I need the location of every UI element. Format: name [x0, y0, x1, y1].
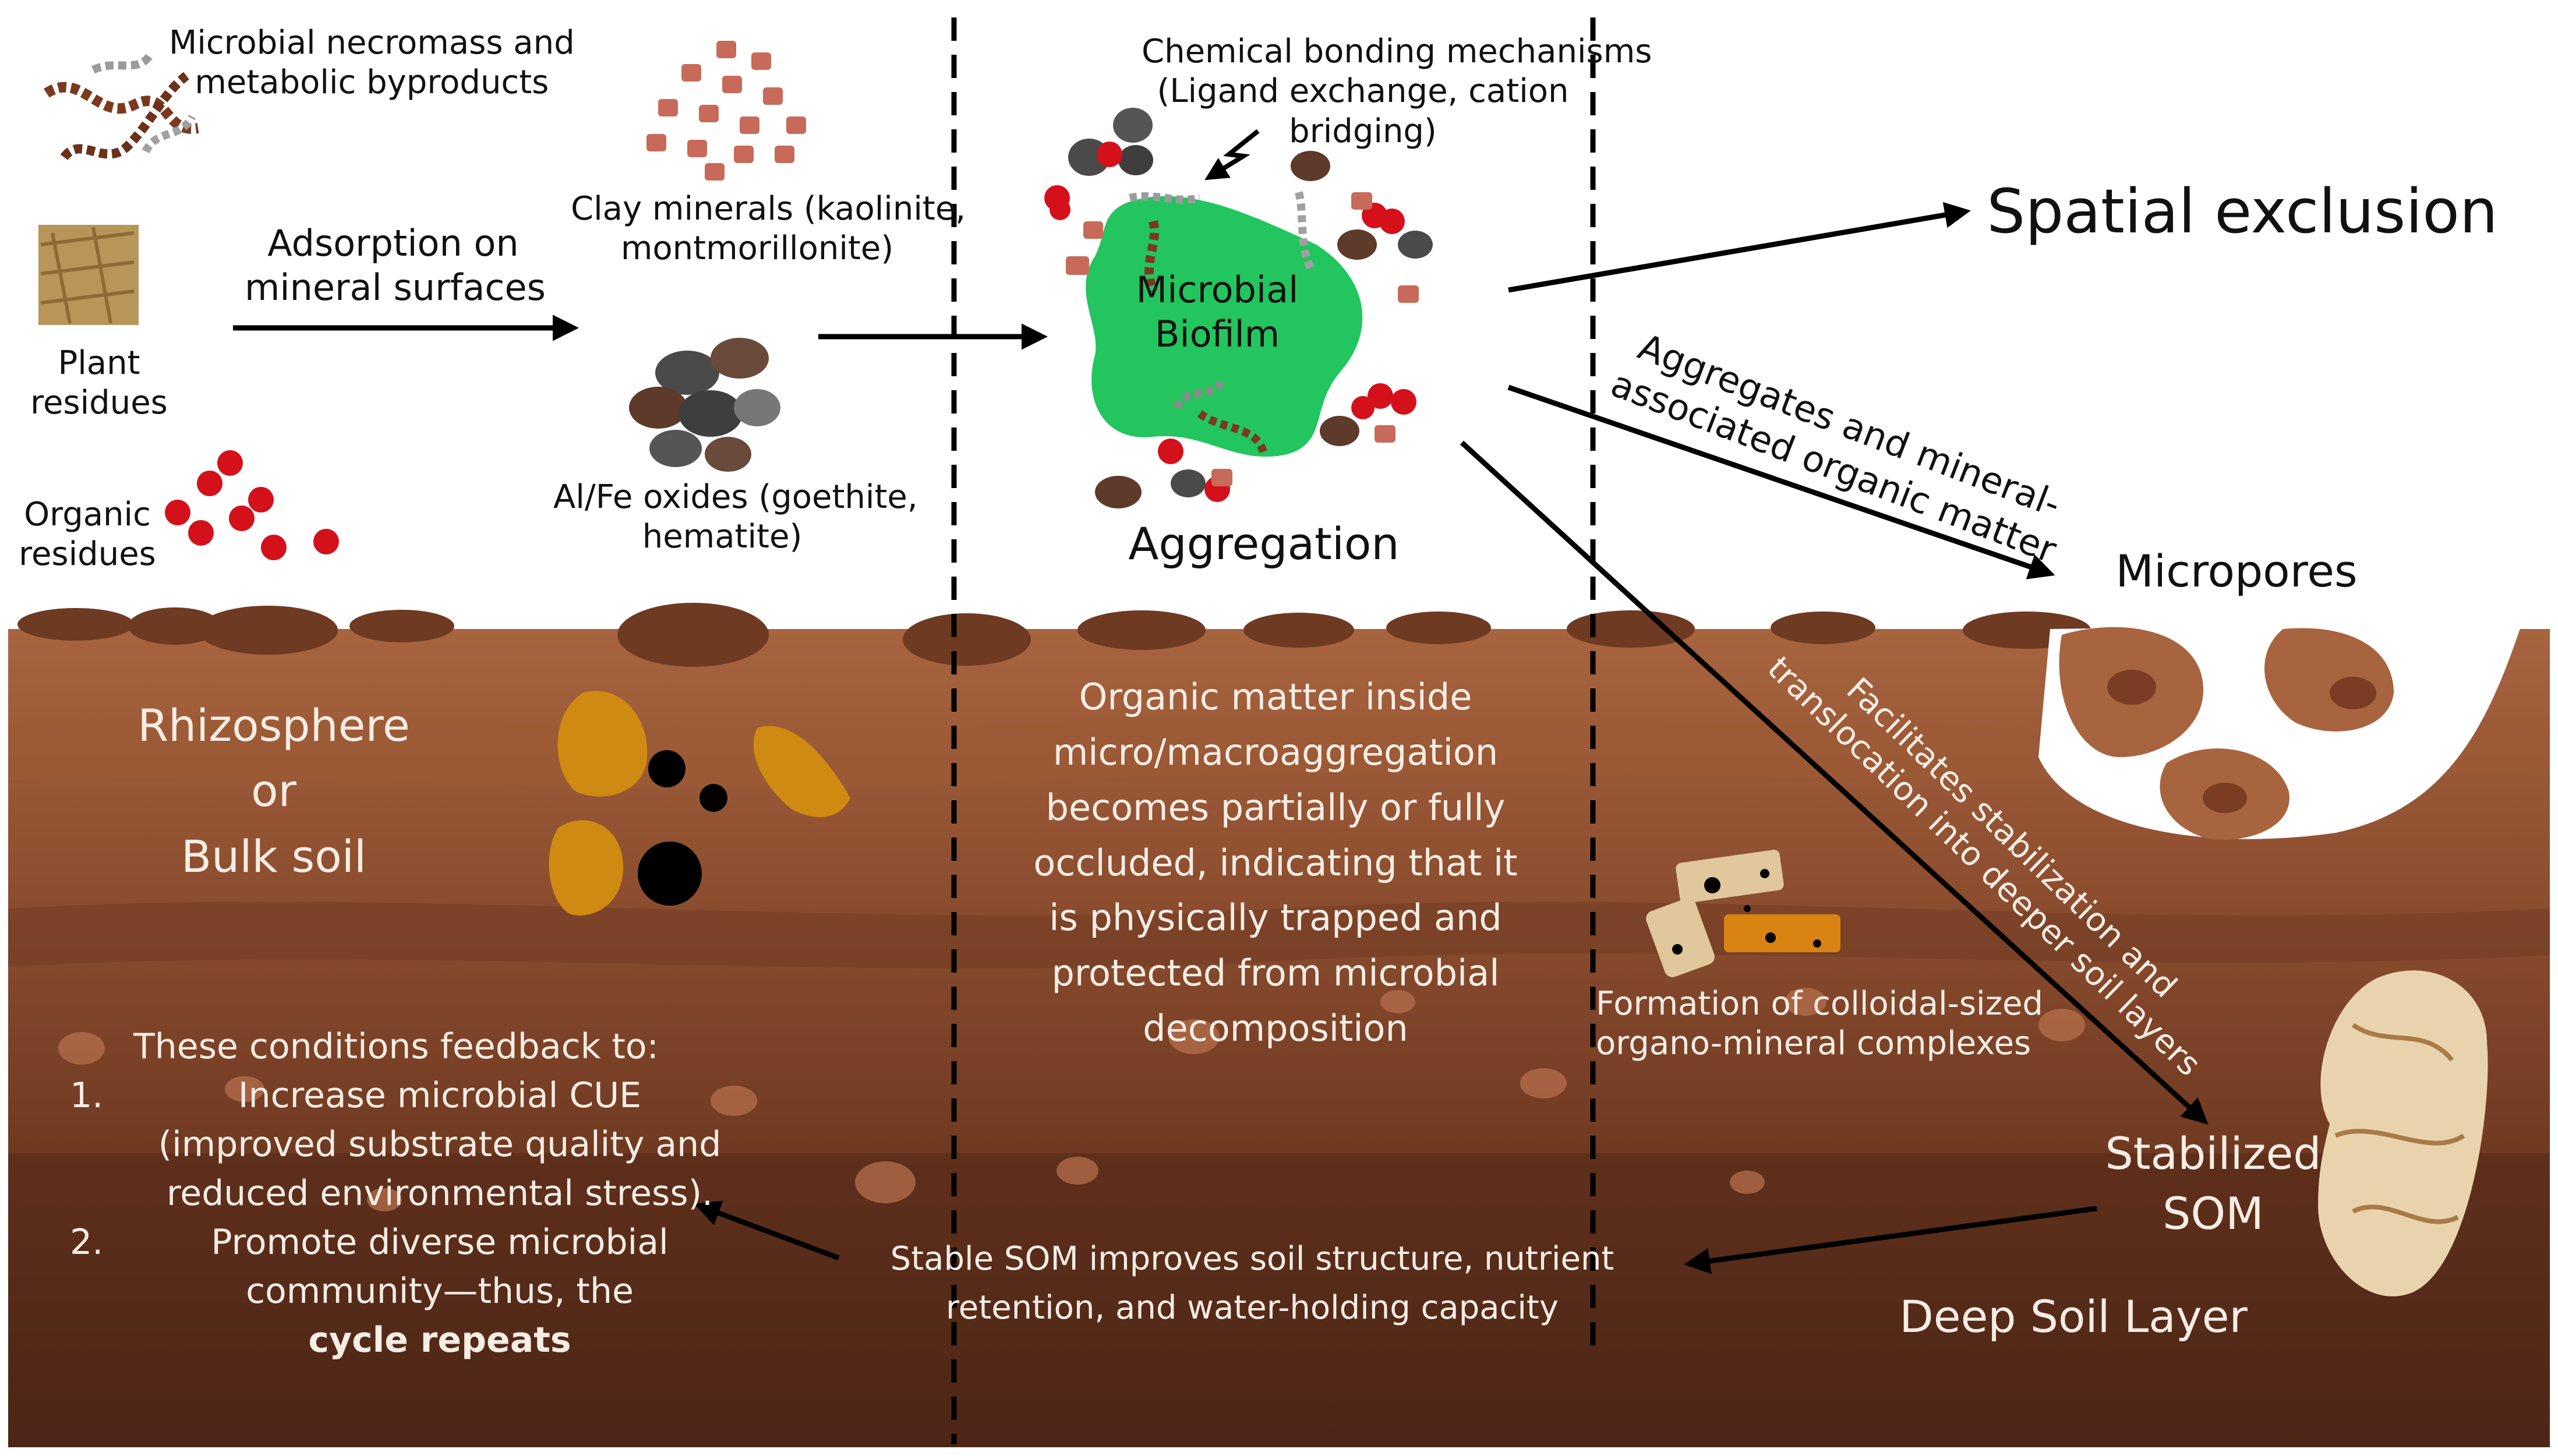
feedback-item-1-line-3: reduced environmental stress). — [166, 1173, 713, 1214]
arrow-stable-som — [1684, 1206, 2097, 1274]
spatial-exclusion-label: Spatial exclusion — [1987, 176, 2498, 247]
plant-residues-illustration — [38, 225, 139, 325]
deep-soil-label: Deep Soil Layer — [1899, 1291, 2248, 1342]
feedback-heading: These conditions feedback to: — [133, 1026, 659, 1067]
feedback-item-2-line-3: cycle repeats — [308, 1320, 571, 1360]
microbial-necromass-illustration — [44, 50, 199, 161]
arrow-spatial-exclusion — [1508, 202, 1971, 293]
arrow-micropores — [1507, 384, 2055, 579]
arrow-feedback — [694, 1200, 840, 1261]
clay-minerals-label: Clay minerals (kaolinite,montmorillonite… — [571, 190, 966, 268]
chemical-bond-bolt — [1204, 129, 1260, 181]
feedback-item-1-line-2: (improved substrate quality and — [158, 1124, 722, 1165]
clay-minerals-illustration — [646, 41, 806, 181]
rhizosphere-particles — [549, 691, 850, 916]
feedback-list: These conditions feedback to: 1. Increas… — [70, 1022, 722, 1365]
aggregation-label: Aggregation — [1128, 518, 1400, 570]
arrow-stabilization — [1460, 440, 2209, 1125]
organic-residues-illustration — [165, 450, 339, 560]
chemical-bonding-label: Chemical bonding mechanisms(Ligand excha… — [1142, 33, 1652, 150]
aggregated-particles — [1044, 108, 1433, 508]
stable-som-benefits-label: Stable SOM improves soil structure, nutr… — [890, 1240, 1614, 1327]
feedback-item-2-line-2: community—thus, the — [246, 1271, 634, 1312]
stabilized-som-rock — [2318, 970, 2488, 1296]
micropores-label: Micropores — [2115, 545, 2358, 597]
feedback-item-1: 1. Increase microbial CUE — [70, 1075, 642, 1116]
micropores-illustration — [2038, 623, 2522, 840]
oxides-label: Al/Fe oxides (goethite,hematite) — [553, 478, 918, 556]
process-arrows — [233, 202, 2209, 1274]
al-fe-oxides-illustration — [629, 338, 780, 472]
colloidal-complex-illustration — [1646, 850, 1840, 977]
feedback-item-2: 2. Promote diverse microbial — [70, 1222, 669, 1263]
microbial-biofilm-illustration — [1086, 196, 1363, 457]
